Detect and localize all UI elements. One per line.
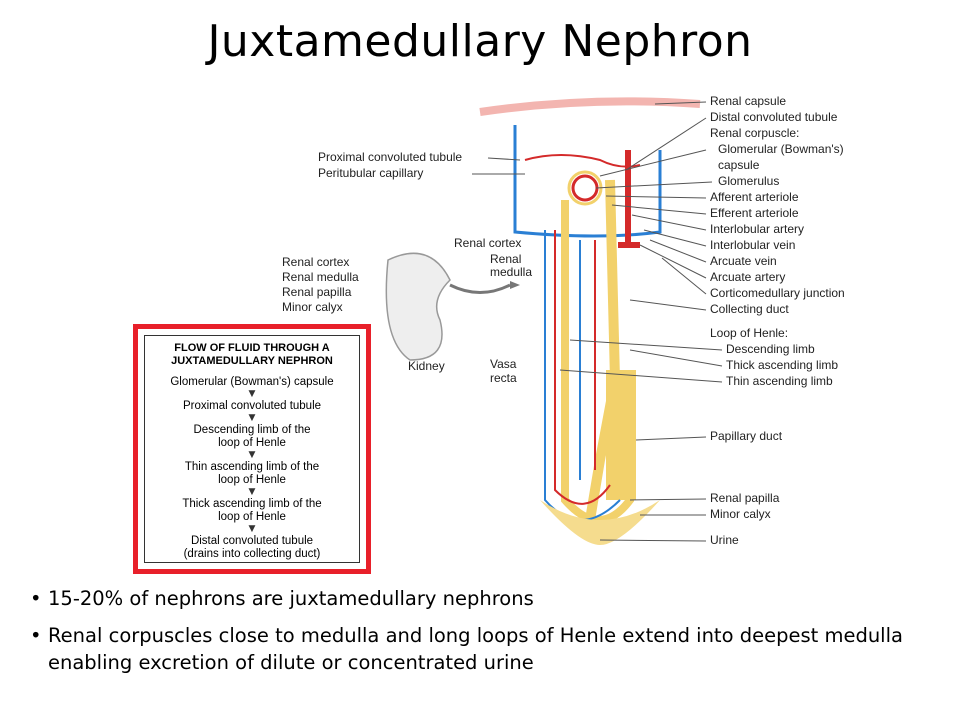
down-arrow-icon: ▼ [248,413,256,423]
label-right-2: Renal corpuscle: [710,126,799,140]
label-kidney: Kidney [408,359,445,373]
cortex-artery-outline [524,154,641,168]
flow-steps: Glomerular (Bowman's) capsule ▼ Proximal… [145,376,359,561]
renal-capsule-shape [479,97,701,116]
down-arrow-icon: ▼ [248,487,256,497]
kidney-shape [385,252,451,361]
label-right-11: Arcuate artery [710,270,785,284]
label-proximal: Proximal convoluted tubule [318,150,462,164]
bullet-text: 15-20% of nephrons are juxtamedullary ne… [48,587,534,610]
label-right-5: Glomerulus [718,174,779,188]
label-right-21: Urine [710,533,739,547]
down-arrow-icon: ▼ [248,389,256,399]
label-inset-papilla: Renal papilla [282,285,352,299]
bullet-dot-icon: • [30,624,42,647]
label-right-7: Efferent arteriole [710,206,799,220]
flow-step: loop of Henle [218,511,286,523]
bullet-text: Renal corpuscles close to medulla and lo… [48,624,903,674]
flow-of-fluid-box: FLOW OF FLUID THROUGH A JUXTAMEDULLARY N… [133,324,371,574]
kidney-arrow-head [510,281,520,289]
label-right-0: Renal capsule [710,94,786,108]
label-peritubular: Peritubular capillary [318,166,423,180]
label-right-1: Distal convoluted tubule [710,110,838,124]
flow-title-line-1: FLOW OF FLUID THROUGH A [174,342,330,354]
label-right-15: Descending limb [726,342,815,356]
vasa-recta-red [554,230,611,505]
page-title: Juxtamedullary Nephron [207,16,753,67]
label-right-13: Collecting duct [710,302,789,316]
label-right-12: Corticomedullary junction [710,286,845,300]
flow-step: Thin ascending limb of the [184,461,320,473]
label-renal-medulla-1: Renal [490,252,521,266]
label-right-3: Glomerular (Bowman's) [718,142,844,156]
papillary-duct [606,370,636,500]
leader-lines [559,101,723,542]
down-arrow-icon: ▼ [248,524,256,534]
flow-step: Descending limb of the [193,424,311,436]
label-vasa-2: recta [490,371,517,385]
interlobular-artery [618,150,640,248]
label-inset-medulla: Renal medulla [282,270,359,284]
label-right-17: Thin ascending limb [726,374,833,388]
flow-title: FLOW OF FLUID THROUGH A JUXTAMEDULLARY N… [145,342,359,368]
label-renal-medulla-2: medulla [490,265,532,279]
glomerulus-shape [571,174,599,202]
cortex-vein-outline [513,125,662,238]
label-right-10: Arcuate vein [710,254,777,268]
flow-step: Glomerular (Bowman's) capsule [170,376,334,388]
label-vasa-1: Vasa [490,357,517,371]
bullet-item: • 15-20% of nephrons are juxtamedullary … [30,585,930,612]
bullet-dot-icon: • [30,587,42,610]
flow-step: Thick ascending limb of the [182,498,322,510]
flow-step: Distal convoluted tubule [190,535,314,547]
renal-papilla-shape [540,500,660,545]
label-right-4: capsule [718,158,760,172]
flow-step: Proximal convoluted tubule [182,400,322,412]
label-right-20: Minor calyx [710,507,771,521]
flow-step: loop of Henle [218,437,286,449]
label-right-6: Afferent arteriole [710,190,799,204]
right-label-group: Renal capsule Distal convoluted tubule R… [710,94,845,547]
label-inset-cortex: Renal cortex [282,255,349,269]
label-right-9: Interlobular vein [710,238,795,252]
bullet-item: • Renal corpuscles close to medulla and … [30,622,930,676]
flow-step: loop of Henle [218,474,286,486]
label-inset-calyx: Minor calyx [282,300,343,314]
label-right-16: Thick ascending limb [726,358,838,372]
flow-step: (drains into collecting duct) [183,548,321,560]
label-right-19: Renal papilla [710,491,780,505]
down-arrow-icon: ▼ [248,450,256,460]
kidney-arrow [449,283,511,294]
bullet-list: • 15-20% of nephrons are juxtamedullary … [30,585,930,686]
flow-title-line-2: JUXTAMEDULLARY NEPHRON [171,355,333,367]
label-renal-cortex: Renal cortex [454,236,521,250]
label-right-18: Papillary duct [710,429,783,443]
label-right-8: Interlobular artery [710,222,804,236]
label-right-14: Loop of Henle: [710,326,788,340]
